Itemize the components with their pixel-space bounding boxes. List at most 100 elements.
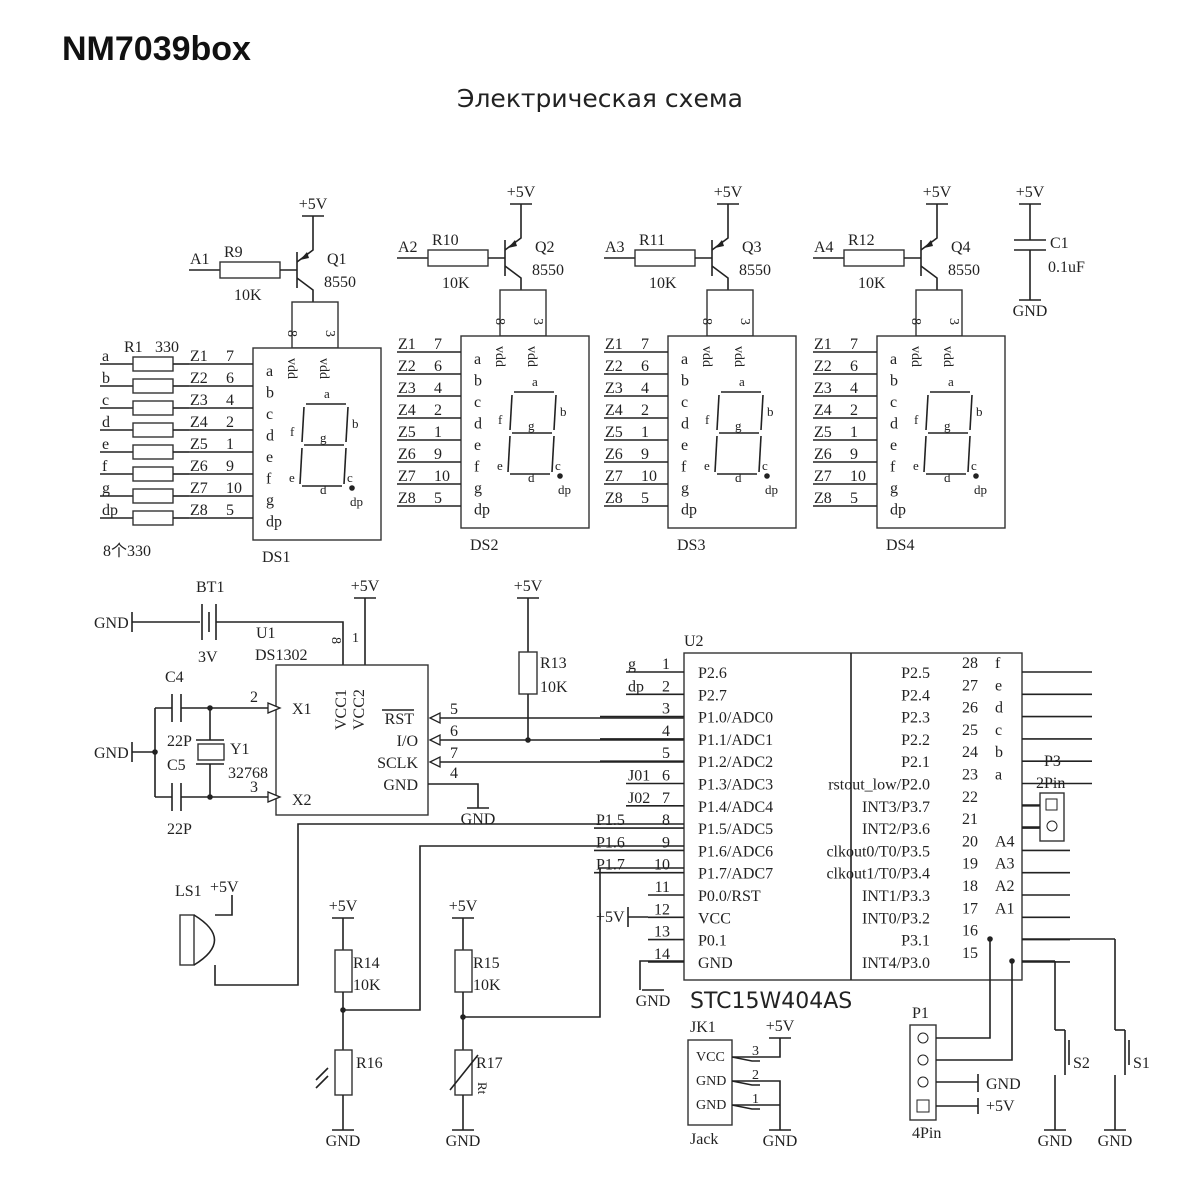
mcu-part: STC15W404AS	[690, 989, 852, 1014]
connector-label: P1	[912, 1005, 929, 1022]
vdd-label: vdd	[524, 346, 539, 367]
pin-square	[916, 1099, 930, 1113]
segment-f	[509, 394, 513, 431]
resistor-label: R10	[432, 232, 459, 249]
pin-number: 6	[226, 370, 234, 387]
segment-input-label: c	[102, 392, 109, 409]
digit-seg-label: f	[290, 424, 295, 439]
net-label: A2	[995, 878, 1015, 895]
pin-number: 9	[434, 446, 442, 463]
net-label: Z2	[190, 370, 208, 387]
pin-number: 6	[450, 723, 458, 740]
capacitor-value: 22P	[167, 733, 192, 750]
net-label: Z5	[190, 436, 208, 453]
ground-label: GND	[986, 1076, 1021, 1093]
segment-label: f	[681, 459, 687, 476]
digit-seg-label: c	[555, 458, 561, 473]
pin-number: 8	[908, 318, 923, 325]
net-label: d	[995, 700, 1003, 717]
segment-b	[553, 394, 557, 431]
arrow-icon	[267, 791, 282, 803]
digit-seg-label: a	[739, 374, 745, 389]
digit-seg-label: a	[948, 374, 954, 389]
resistor-value: 10K	[234, 287, 262, 304]
pin-name: P2.1	[901, 754, 930, 771]
vdd-label: vdd	[908, 346, 923, 367]
segment-label: g	[890, 480, 898, 497]
pin-number: 27	[962, 677, 978, 694]
net-label: e	[995, 677, 1002, 694]
digit-seg-label: c	[347, 470, 353, 485]
segment-resistor	[132, 356, 174, 372]
junction-dot	[525, 737, 531, 743]
wire	[936, 939, 991, 1039]
segment-label: d	[681, 416, 689, 433]
pin-name: P2.2	[901, 732, 930, 749]
segment-resistor	[132, 400, 174, 416]
crystal-label: Y1	[230, 741, 250, 758]
transistor-value: 8550	[948, 262, 980, 279]
pin-number: 5	[662, 745, 670, 762]
pin-name: GND	[698, 955, 733, 972]
pin-number: 21	[962, 811, 978, 828]
buzzer-cone	[193, 914, 216, 966]
net-label: dp	[628, 678, 644, 695]
digit-seg-label: g	[320, 430, 327, 445]
vdd-label: vdd	[284, 358, 299, 379]
ground-label: GND	[446, 1133, 481, 1150]
pin-number: 9	[226, 458, 234, 475]
pin-name: P1.4/ADC4	[698, 799, 773, 816]
segment-input-label: dp	[102, 502, 118, 519]
resistor-label: R12	[848, 232, 875, 249]
net-label: Z5	[605, 424, 623, 441]
segment-input-label: f	[102, 458, 108, 475]
pin-number: 18	[962, 878, 978, 895]
net-label: Z5	[398, 424, 416, 441]
transistor-value: 8550	[739, 262, 771, 279]
net-label: g	[628, 656, 636, 673]
wire	[463, 867, 684, 1018]
segment-label: c	[474, 394, 481, 411]
pin-name: P1.1/ADC1	[698, 732, 773, 749]
transistor-arrow	[300, 252, 309, 260]
pin-name: X2	[292, 792, 312, 809]
net-label: a	[995, 767, 1002, 784]
light-arrow	[315, 1075, 329, 1089]
ground-label: GND	[1038, 1133, 1073, 1150]
net-label: Z7	[605, 468, 623, 485]
pin-number: 10	[654, 857, 670, 874]
resistor-value: 10K	[649, 275, 677, 292]
pin-name: P1.0/ADC0	[698, 710, 773, 727]
pin-name: INT4/P3.0	[862, 955, 930, 972]
input-label: A4	[814, 239, 834, 256]
pin-number: 6	[662, 768, 670, 785]
pin-name: I/O	[397, 733, 418, 750]
pin-name: X1	[292, 701, 312, 718]
transistor-arrow	[715, 240, 724, 248]
display-label: DS2	[470, 537, 498, 554]
buzzer-body	[179, 914, 195, 966]
pin-name: clkout0/T0/P3.5	[826, 843, 930, 860]
pin-name: P3.1	[901, 933, 930, 950]
page-title: NM7039box	[62, 30, 251, 68]
pin-number: 5	[226, 502, 234, 519]
wire	[731, 1056, 760, 1062]
segment-label: a	[890, 351, 897, 368]
pin-name: P2.4	[901, 687, 930, 704]
net-label: Z6	[605, 446, 623, 463]
pin-number: 1	[352, 631, 359, 646]
digit-seg-label: b	[767, 404, 774, 419]
segment-label: b	[266, 385, 274, 402]
p1-header	[909, 1024, 937, 1121]
segment-f	[925, 394, 929, 431]
wire	[731, 1104, 760, 1110]
pin-name: INT0/P3.2	[862, 910, 930, 927]
pin-number: 4	[450, 765, 458, 782]
pin-number: 8	[328, 637, 343, 644]
input-label: A2	[398, 239, 418, 256]
pin-number: 1	[752, 1092, 759, 1107]
common-pin-box	[499, 289, 547, 337]
pin-number: 5	[434, 490, 442, 507]
pin-number: 2	[226, 414, 234, 431]
digit-seg-label: c	[762, 458, 768, 473]
